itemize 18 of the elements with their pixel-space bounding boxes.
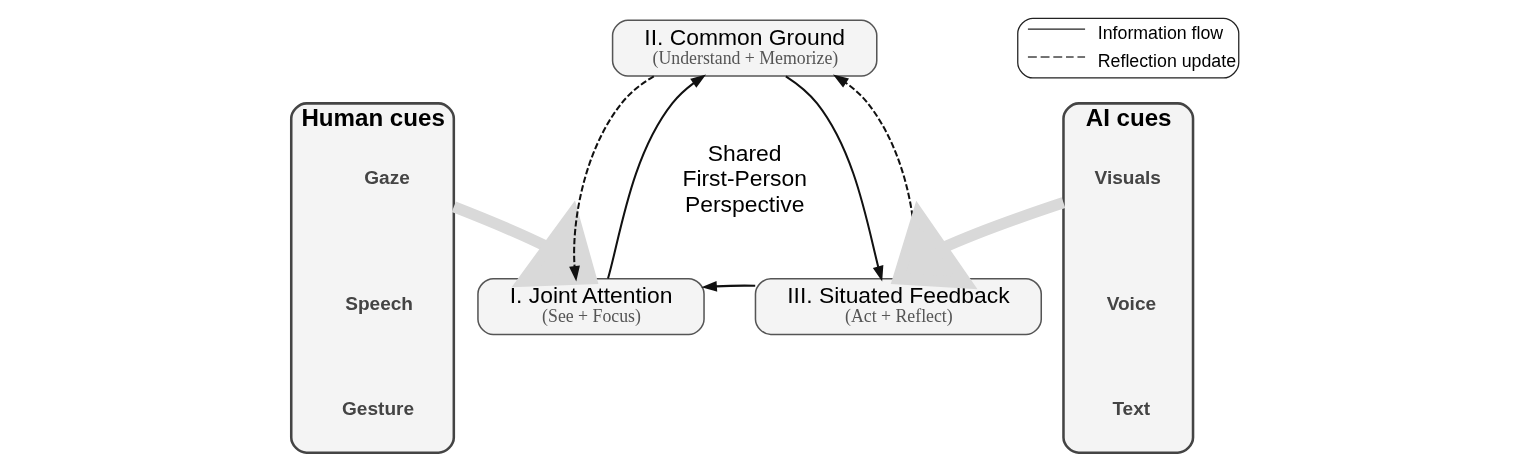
arrow — [785, 75, 884, 282]
arrow — [890, 197, 1066, 290]
legend-label: Reflection update — [1097, 51, 1237, 72]
node-text: Speech — [345, 292, 413, 314]
node-box: III. Situated Feedback (Act + Reflect) — [754, 277, 1042, 336]
arrow — [701, 280, 756, 292]
node-text: Visuals — [1094, 167, 1161, 189]
node-text: Gaze — [364, 167, 410, 189]
label: Shared First-Person Perspective — [682, 140, 807, 217]
arrow — [569, 75, 655, 282]
legend-label: Information flow — [1097, 23, 1224, 44]
arrow — [451, 200, 599, 288]
node-text: Voice — [1106, 292, 1157, 314]
node-text: Text — [1112, 398, 1151, 420]
node-text: Gesture — [342, 398, 415, 420]
node-box: II. Common Ground (Understand + Memorize) — [611, 19, 878, 77]
node-box: I. Joint Attention (See + Focus) — [477, 277, 705, 336]
arrow — [607, 74, 707, 279]
